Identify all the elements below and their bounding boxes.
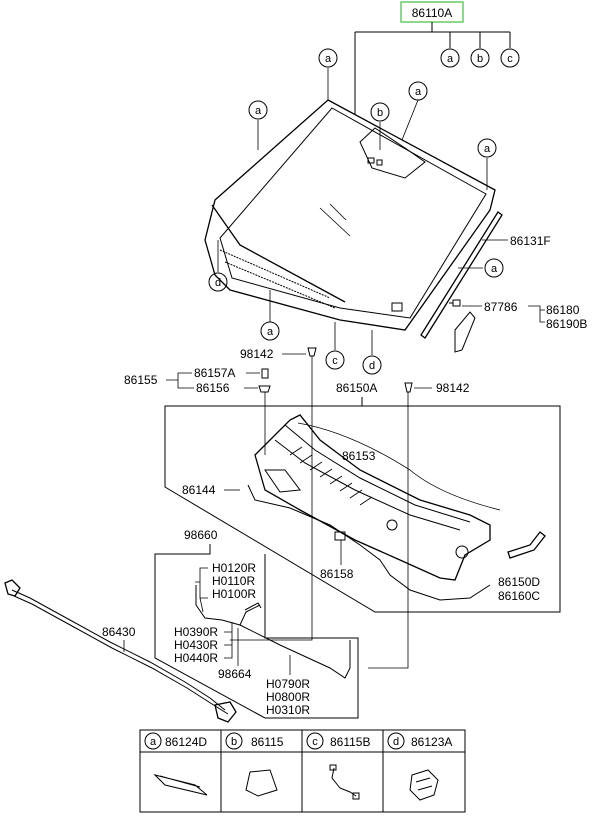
marker-a-2: a [248,100,268,120]
part-86153-label[interactable]: 86153 [342,449,376,463]
marker-a-6: a [484,258,504,278]
part-H0430R-label[interactable]: H0430R [174,638,218,652]
clip-87786 [449,299,461,307]
marker-a-top1: a [440,48,460,68]
marker-a-4: a [477,138,497,158]
legend-table [139,729,466,813]
part-86110A-label[interactable]: 86110A [412,6,452,20]
leader-98142-right-down [368,392,409,669]
part-86157A-label[interactable]: 86157A [194,366,235,380]
part-H0800R-label[interactable]: H0800R [266,690,310,704]
marker-d-1: d [208,272,228,292]
part-87786-label[interactable]: 87786 [484,300,518,314]
marker-c-1: c [325,350,345,370]
side-moulding [420,211,503,339]
part-86156-label[interactable]: 86156 [196,381,230,395]
part-H0100R-label[interactable]: H0100R [212,587,256,601]
part-86155-label[interactable]: 86155 [124,373,158,387]
part-86144-label[interactable]: 86144 [182,483,216,497]
legend-cell-a[interactable]: a 86124D [144,732,208,796]
svg-text:b: b [477,53,483,65]
legend-part-a: 86124D [165,735,207,749]
pad-86124D-icon [153,774,208,796]
svg-text:a: a [325,53,332,65]
clip-98142-left [307,347,317,357]
trim-86150D [507,531,546,559]
side-cover-86180 [454,311,476,353]
legend-letter-b: b [231,736,237,748]
screw-86157A [261,368,269,379]
washer-hose-98664 [195,585,351,679]
cowl-panel-86153 [254,414,501,581]
pad-86115-icon [245,769,278,797]
windshield-glass [204,99,496,331]
part-98142-label-left[interactable]: 98142 [240,347,274,361]
marker-a-5: a [260,321,280,341]
cowl-group-box [164,397,561,613]
part-86150D-label[interactable]: 86150D [498,575,540,589]
svg-text:a: a [415,86,422,98]
svg-text:a: a [267,326,274,338]
cable-86430 [4,579,237,723]
legend-cell-d[interactable]: d 86123A [387,732,452,801]
leader-86180-group [462,305,545,323]
part-86160C-label[interactable]: 86160C [498,589,540,603]
legend-cell-c[interactable]: c 86115B [306,732,370,800]
part-86430-label[interactable]: 86430 [102,625,136,639]
svg-text:c: c [332,355,338,367]
part-86190B-label[interactable]: 86190B [546,317,587,331]
svg-text:a: a [447,53,454,65]
marker-a-1: a [318,48,338,68]
leader-98142-left-down [230,356,313,641]
clip-98142-right [404,382,413,393]
fastener-86123A-icon [409,769,439,801]
part-H0390R-label[interactable]: H0390R [174,625,218,639]
part-H0110R-label[interactable]: H0110R [212,574,255,588]
marker-b-top: b [470,48,490,68]
clip-86115B-icon [331,767,357,797]
part-86131F-label[interactable]: 86131F [510,234,551,248]
svg-text:a: a [491,263,498,275]
svg-text:b: b [377,107,383,119]
part-86150A-label[interactable]: 86150A [336,381,377,395]
marker-d-2: d [362,355,382,375]
washer-box [154,544,359,719]
part-98664-label[interactable]: 98664 [218,667,252,681]
legend-letter-a: a [150,736,157,748]
leader-H03xx [224,622,233,659]
leader-86155-group [166,372,260,389]
marker-a-3: a [408,81,428,101]
windshield-leader-lines [217,68,488,355]
svg-text:a: a [484,143,491,155]
part-86158-label[interactable]: 86158 [320,567,354,581]
seal-86144 [247,484,491,601]
svg-text:d: d [369,360,375,372]
part-H0440R-label[interactable]: H0440R [174,651,218,665]
grommet-86156 [258,385,271,393]
legend-part-c: 86115B [330,735,370,749]
legend-part-b: 86115 [251,735,284,749]
part-98660-label[interactable]: 98660 [184,528,218,542]
svg-text:c: c [507,53,513,65]
part-86180-label[interactable]: 86180 [546,303,580,317]
part-H0120R-label[interactable]: H0120R [212,561,256,575]
part-H0310R-label[interactable]: H0310R [266,703,310,717]
marker-b-1: b [370,102,390,122]
leader-H01xx [195,567,208,613]
part-H0790R-label[interactable]: H0790R [266,677,310,691]
legend-part-d: 86123A [411,735,452,749]
svg-text:a: a [255,105,262,117]
legend-letter-c: c [312,736,318,748]
part-98142-label-right[interactable]: 98142 [436,381,470,395]
legend-letter-d: d [393,736,399,748]
svg-text:d: d [215,277,221,289]
callout-86110A-lines [354,22,511,115]
marker-c-top: c [500,48,520,68]
legend-cell-b[interactable]: b 86115 [225,732,284,797]
